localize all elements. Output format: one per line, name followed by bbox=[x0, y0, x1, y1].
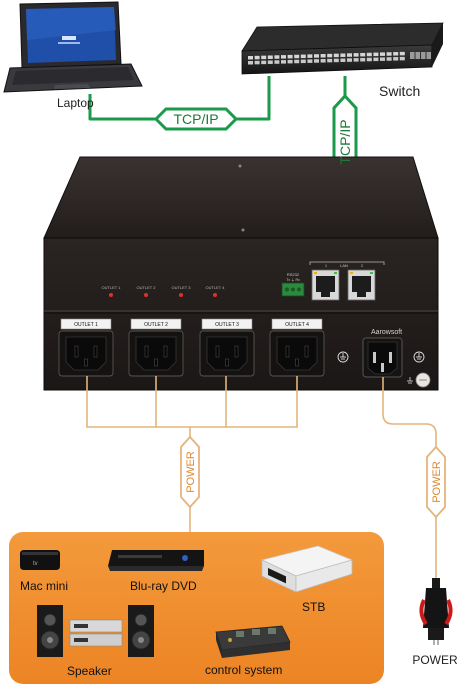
switch-port bbox=[294, 60, 299, 64]
power-label-right: POWER bbox=[431, 461, 443, 503]
mac-mini-icon: tv bbox=[20, 550, 60, 570]
switch-label: Switch bbox=[379, 83, 420, 99]
switch-port bbox=[248, 56, 253, 60]
switch-port bbox=[380, 57, 385, 61]
device-label-control-system: control system bbox=[205, 663, 282, 677]
sfp-port bbox=[410, 52, 415, 59]
laptop-icon bbox=[4, 2, 142, 92]
lan-port-2-label: 2 bbox=[361, 264, 363, 268]
led-label: OUTLET 4 bbox=[205, 285, 225, 290]
switch-port bbox=[347, 53, 352, 57]
switch-port bbox=[321, 59, 326, 63]
lan-port-1-label: 1 bbox=[325, 264, 327, 268]
laptop-label: Laptop bbox=[57, 96, 94, 110]
switch-port bbox=[393, 52, 398, 56]
switch-port bbox=[274, 55, 279, 59]
device-label-mac-mini: Mac mini bbox=[20, 579, 68, 593]
power-label-left: POWER bbox=[185, 451, 197, 493]
switch-port bbox=[255, 61, 260, 65]
switch-port bbox=[294, 55, 299, 59]
blu-ray-player-icon bbox=[108, 550, 204, 571]
switch-port bbox=[400, 57, 405, 61]
switch-port bbox=[327, 54, 332, 58]
switch-port bbox=[261, 56, 266, 60]
rs232-label: RS232 bbox=[287, 272, 300, 277]
switch-icon bbox=[242, 23, 443, 74]
lan-port-1 bbox=[312, 270, 339, 300]
switch-port bbox=[354, 53, 359, 57]
switch-port bbox=[301, 55, 306, 59]
switch-port bbox=[347, 58, 352, 62]
led-label: OUTLET 1 bbox=[101, 285, 121, 290]
switch-port bbox=[268, 60, 273, 64]
outlet-label: OUTLET 3 bbox=[215, 322, 239, 328]
switch-port bbox=[387, 57, 392, 61]
outlet-label: OUTLET 4 bbox=[285, 322, 309, 328]
switch-port bbox=[367, 53, 372, 57]
switch-port bbox=[380, 52, 385, 56]
switch-port bbox=[354, 58, 359, 62]
switch-port bbox=[373, 58, 378, 62]
lan-port-2 bbox=[348, 270, 375, 300]
switch-port bbox=[314, 59, 319, 63]
switch-port bbox=[314, 54, 319, 58]
device-label-blu-ray: Blu-ray DVD bbox=[130, 579, 197, 593]
switch-port bbox=[261, 61, 266, 65]
power-inlet bbox=[363, 338, 402, 377]
switch-port bbox=[281, 60, 286, 64]
switch-port bbox=[387, 52, 392, 56]
switch-port bbox=[367, 58, 372, 62]
device-label-speaker: Speaker bbox=[67, 664, 112, 678]
switch-port bbox=[288, 55, 293, 59]
outlet-1-led bbox=[109, 293, 113, 297]
switch-port bbox=[307, 54, 312, 58]
outlet-label: OUTLET 1 bbox=[74, 322, 98, 328]
switch-port bbox=[268, 55, 273, 59]
switch-port bbox=[248, 61, 253, 65]
led-label: OUTLET 2 bbox=[136, 285, 156, 290]
sfp-port bbox=[421, 52, 426, 59]
led-label: OUTLET 3 bbox=[171, 285, 191, 290]
switch-port bbox=[327, 59, 332, 63]
switch-port bbox=[340, 53, 345, 57]
switch-port bbox=[301, 60, 306, 64]
switch-port bbox=[288, 60, 293, 64]
switch-port bbox=[373, 53, 378, 57]
switch-port bbox=[360, 53, 365, 57]
outlet-label: OUTLET 2 bbox=[144, 322, 168, 328]
rs232-pins-label: Tx ⏚ Rx bbox=[286, 277, 300, 282]
tcpip-label-vertical: TCP/IP bbox=[337, 119, 353, 164]
sfp-port bbox=[416, 52, 421, 59]
device-label-stb: STB bbox=[302, 600, 325, 614]
outlet-3-led bbox=[179, 293, 183, 297]
switch-port bbox=[307, 59, 312, 63]
switch-port bbox=[360, 58, 365, 62]
switch-port bbox=[393, 57, 398, 61]
switch-port bbox=[334, 59, 339, 63]
switch-port bbox=[334, 54, 339, 58]
tcpip-label-horizontal: TCP/IP bbox=[173, 111, 218, 127]
switch-port bbox=[255, 56, 260, 60]
switch-port bbox=[340, 58, 345, 62]
switch-port bbox=[281, 55, 286, 59]
outlet-2-led bbox=[144, 293, 148, 297]
power-plug-icon bbox=[421, 578, 450, 645]
brand-logo: Aarowsoft bbox=[371, 329, 402, 336]
lan-label: LAN bbox=[340, 263, 348, 268]
switch-port bbox=[400, 52, 405, 56]
power-plug-label: POWER bbox=[412, 653, 458, 667]
switch-port bbox=[321, 54, 326, 58]
switch-port bbox=[274, 60, 279, 64]
outlet-4-led bbox=[213, 293, 217, 297]
power-controller-device bbox=[44, 157, 438, 390]
sfp-port bbox=[427, 52, 432, 59]
svg-text:tv: tv bbox=[33, 561, 38, 567]
